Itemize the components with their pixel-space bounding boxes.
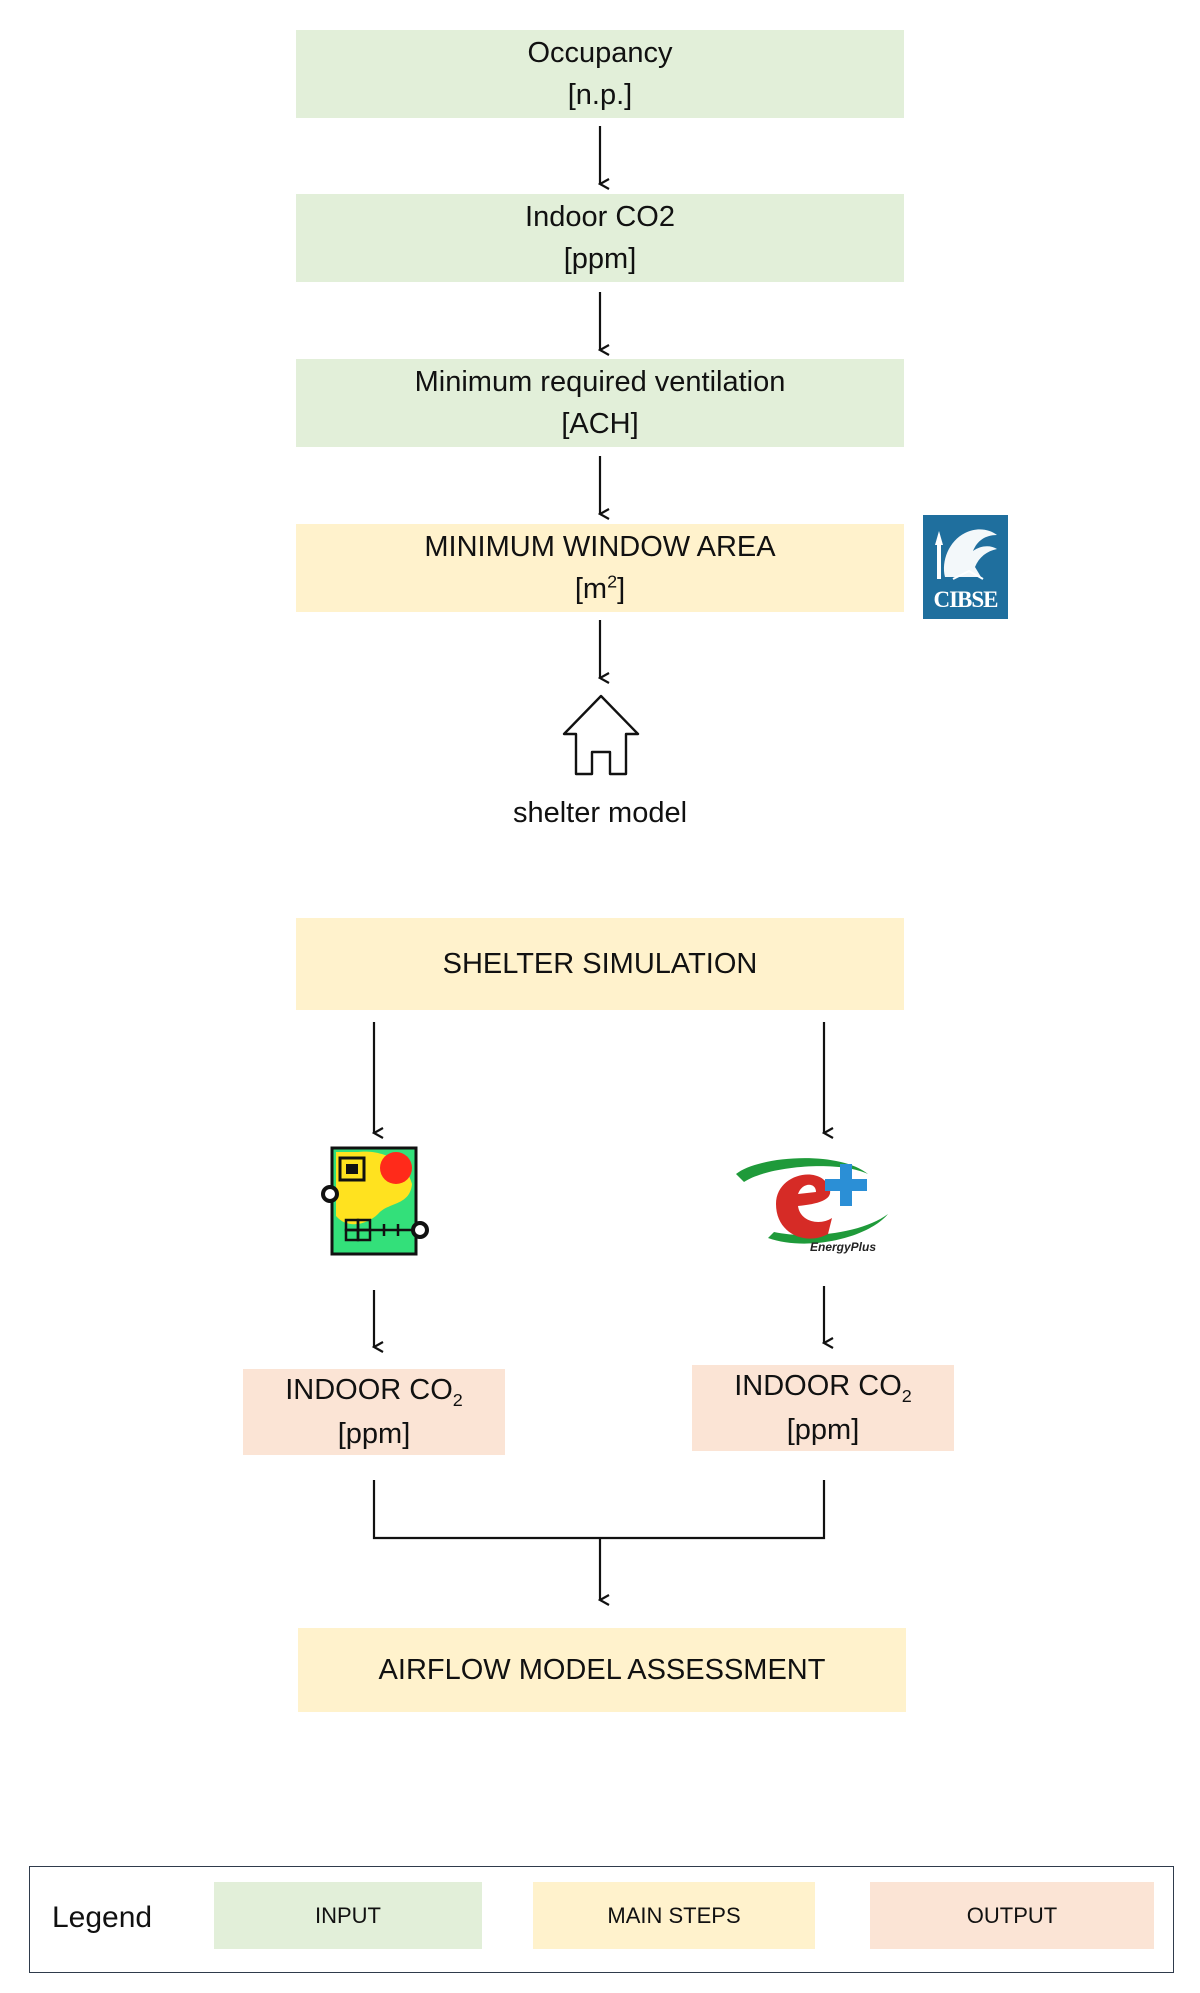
legend-item-main-steps: MAIN STEPS [533,1882,815,1949]
energyplus-text: EnergyPlus [810,1240,877,1254]
legend-title: Legend [52,1901,153,1934]
legend-item-output: OUTPUT [870,1882,1154,1949]
legend-item-label: MAIN STEPS [607,1902,741,1928]
cibse-emblem-icon [935,529,997,580]
legend-item-label: OUTPUT [966,1902,1058,1928]
energyplus-logo: EnergyPlus [728,1134,896,1262]
energyplus-icon [736,1158,888,1244]
output-left-title: INDOOR CO2 [285,1374,463,1410]
shelter-simulation-box: SHELTER SIMULATION [296,918,904,1010]
indoor-co2-unit: [ppm] [563,243,637,275]
shelter-simulation-title: SHELTER SIMULATION [442,947,758,980]
legend-item-label: INPUT [315,1902,381,1928]
occupancy-title: Occupancy [527,36,673,69]
airflow-assessment-box: AIRFLOW MODEL ASSESSMENT [298,1628,906,1712]
output-left-box: INDOOR CO2 [ppm] [243,1369,505,1455]
min-ventilation-title: Minimum required ventilation [414,365,786,398]
output-left-unit: [ppm] [337,1417,411,1450]
house-icon [562,694,640,776]
output-right-unit: [ppm] [786,1413,860,1446]
indoor-co2-title: Indoor CO2 [525,200,675,233]
cibse-text: CIBSE [933,587,998,612]
indoor-co2-box: Indoor CO2 [ppm] [296,194,904,282]
occupancy-unit: [n.p.] [567,79,633,111]
legend-item-input: INPUT [214,1882,482,1949]
min-ventilation-unit: [ACH] [561,408,639,440]
output-right-box: INDOOR CO2 [ppm] [692,1365,954,1451]
min-window-area-box: MINIMUM WINDOW AREA [m2] [296,524,904,612]
min-window-area-title: MINIMUM WINDOW AREA [424,530,776,563]
legend: Legend INPUT MAIN STEPS OUTPUT [29,1866,1174,1973]
merge-connector [372,1480,826,1540]
occupancy-box: Occupancy [n.p.] [296,30,904,118]
output-right-title: INDOOR CO2 [734,1370,912,1406]
airflow-assessment-title: AIRFLOW MODEL ASSESSMENT [378,1653,826,1686]
min-ventilation-box: Minimum required ventilation [ACH] [296,359,904,447]
min-window-area-unit: [m2] [574,571,626,605]
cibse-logo: CIBSE [923,515,1008,619]
contam-airflow-icon [321,1146,429,1256]
shelter-model-label: shelter model [512,797,688,829]
